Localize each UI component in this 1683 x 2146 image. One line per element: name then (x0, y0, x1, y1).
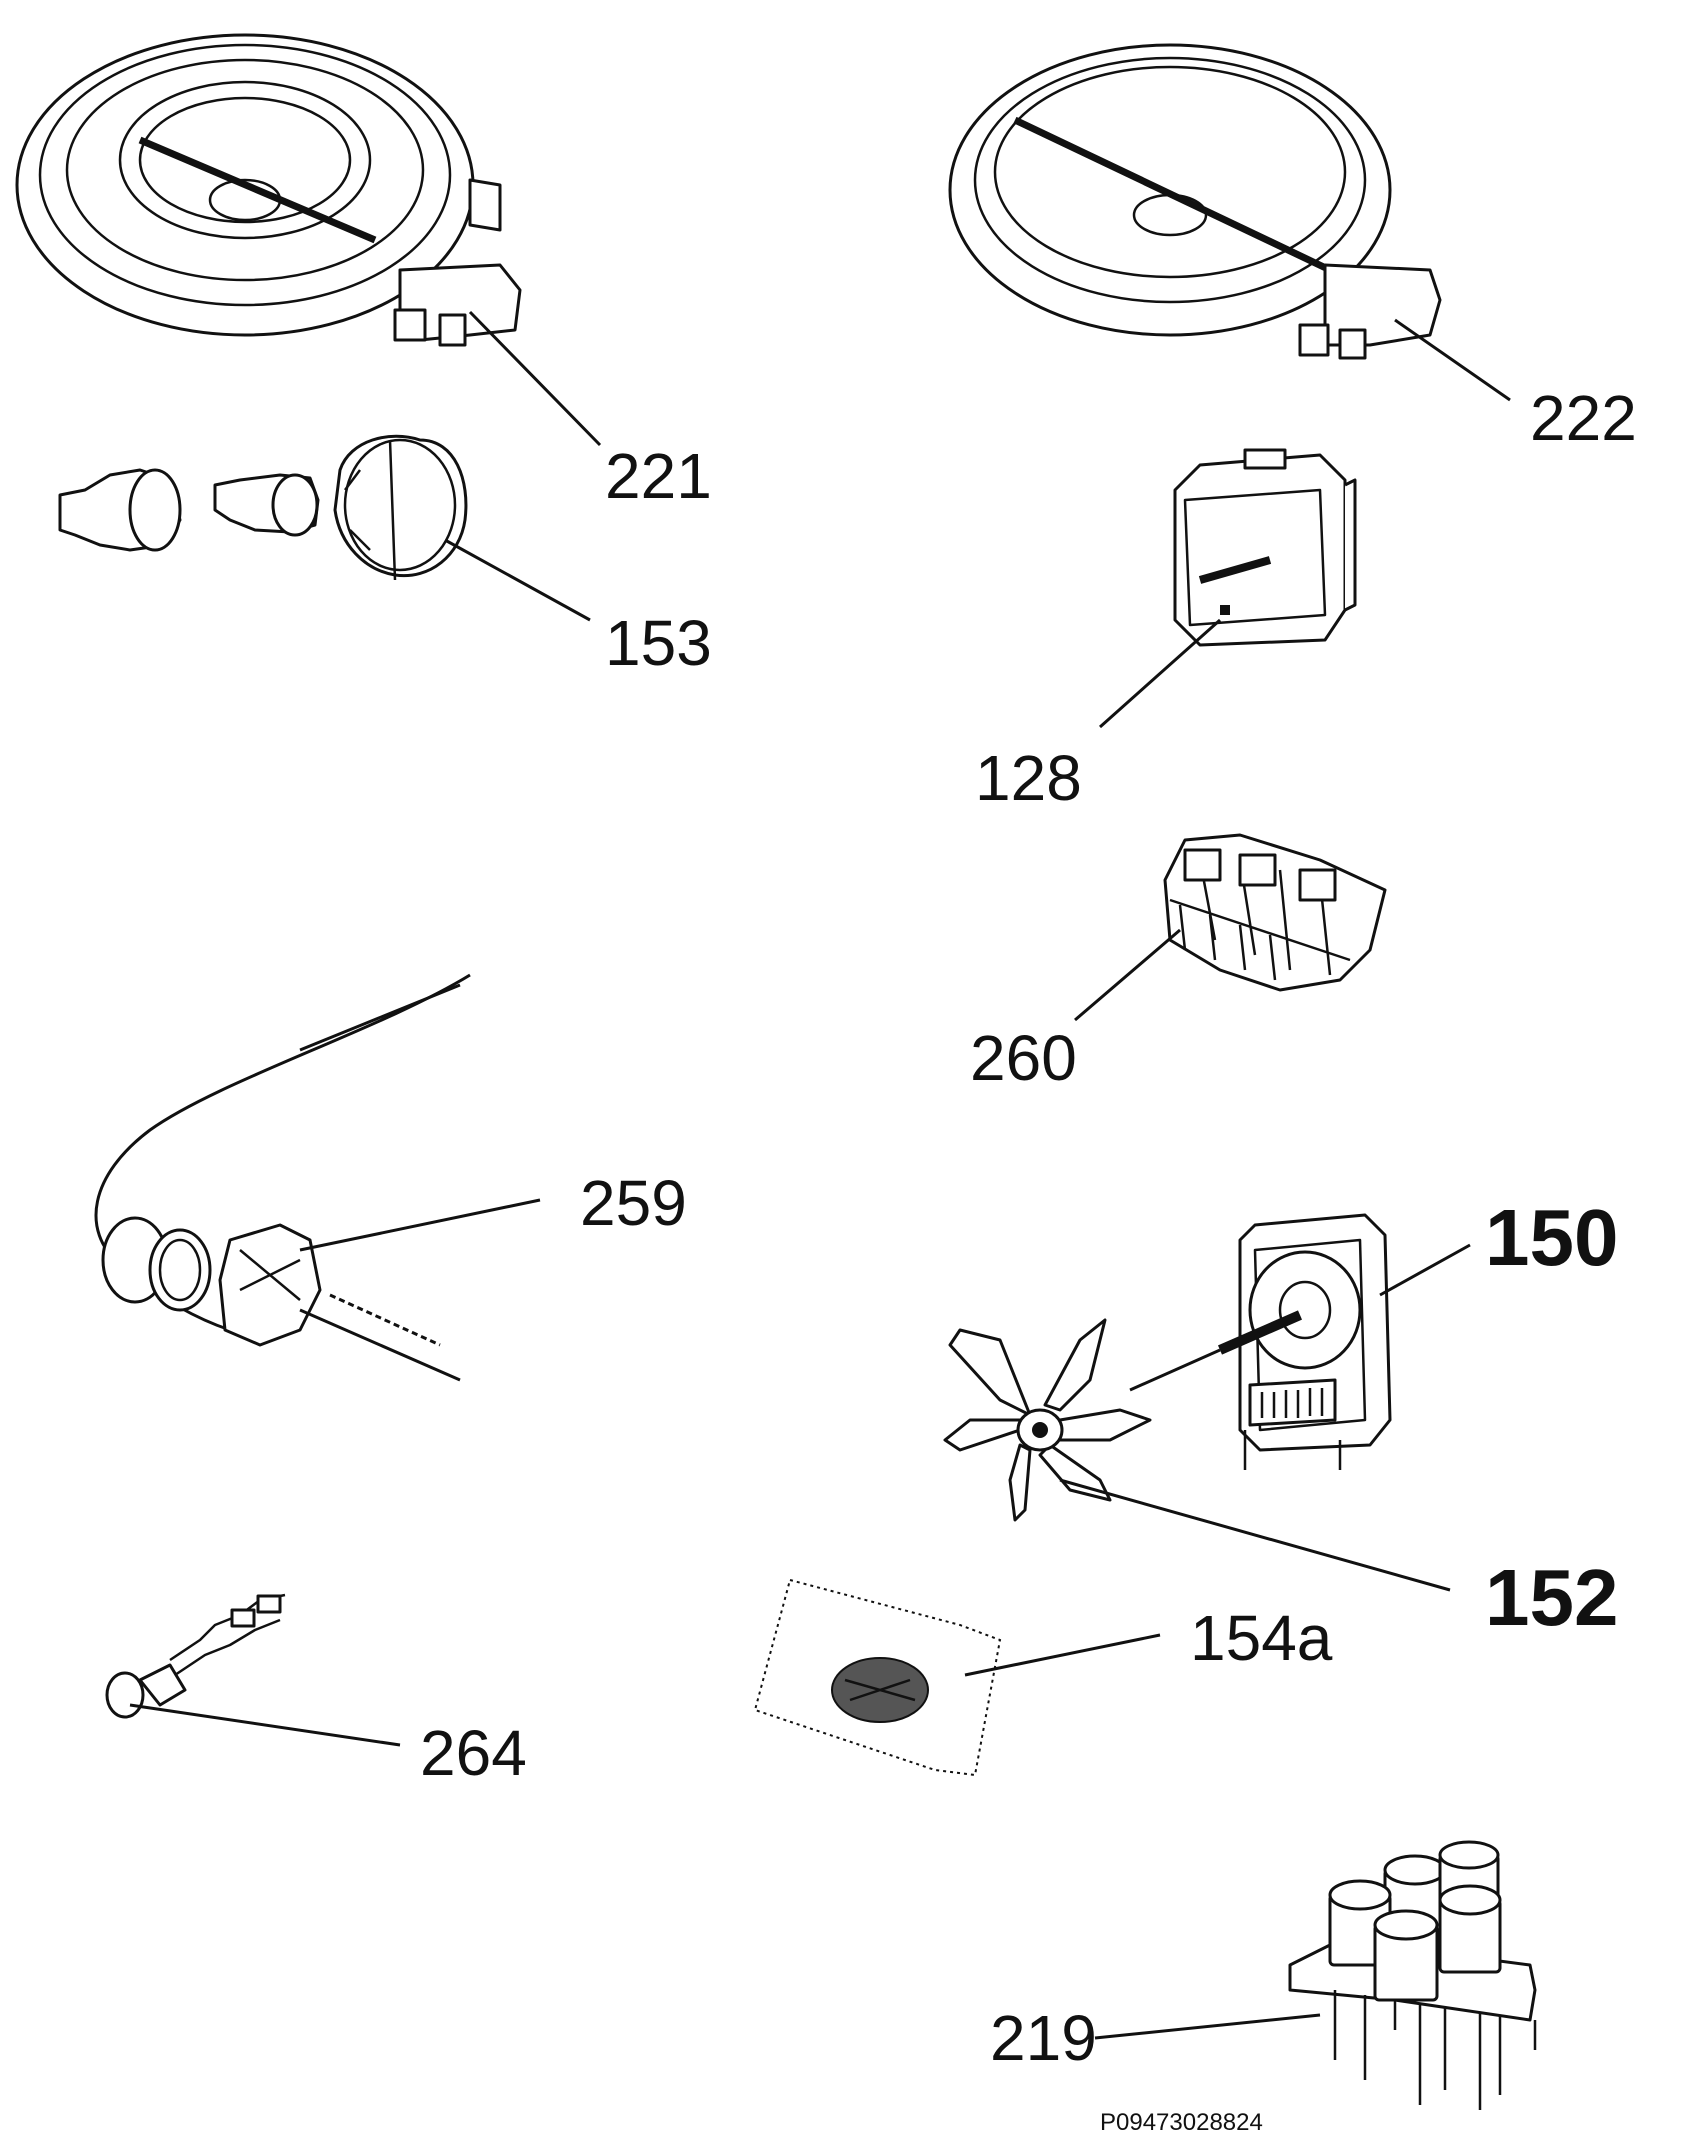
leader-150 (1379, 1243, 1471, 1297)
leader-222 (1394, 318, 1511, 402)
leader-152 (1059, 1478, 1451, 1592)
relay-block-219 (1288, 1840, 1537, 2110)
diagram-code: P09473028824 (1100, 2109, 1263, 2136)
fan-motor-150 (1129, 1213, 1392, 1470)
filter-pad-154a (753, 1578, 1002, 1777)
ring-element-dual-221 (15, 33, 522, 347)
part-labels: 221 222 153 128 260 259 150 152 154a 264… (420, 382, 1637, 2074)
label-150: 150 (1485, 1193, 1618, 1282)
label-264: 264 (420, 1717, 527, 1789)
label-154a: 154a (1190, 1602, 1333, 1674)
leader-154a (964, 1633, 1161, 1677)
label-153: 153 (605, 607, 712, 679)
leader-153 (444, 538, 591, 622)
label-219: 219 (990, 2002, 1097, 2074)
ring-element-single-222 (948, 43, 1442, 360)
lamp-assembly-153 (58, 434, 468, 581)
leader-264 (129, 1703, 401, 1747)
label-222: 222 (1530, 382, 1637, 454)
leader-219 (1094, 2013, 1321, 2040)
fan-blade-152 (943, 1318, 1152, 1522)
label-221: 221 (605, 440, 712, 512)
label-260: 260 (970, 1022, 1077, 1094)
leader-lines (129, 310, 1511, 2040)
selector-switch-260 (1163, 833, 1387, 992)
label-152: 152 (1485, 1553, 1618, 1642)
leader-259 (299, 1198, 541, 1252)
label-128: 128 (975, 742, 1082, 814)
leader-128 (1099, 618, 1221, 729)
energy-regulator-128 (1173, 448, 1357, 647)
switch-small-264 (105, 1593, 286, 1719)
thermostat-259 (94, 973, 471, 1382)
leader-260 (1074, 928, 1181, 1022)
label-259: 259 (580, 1167, 687, 1239)
leader-221 (468, 310, 602, 447)
